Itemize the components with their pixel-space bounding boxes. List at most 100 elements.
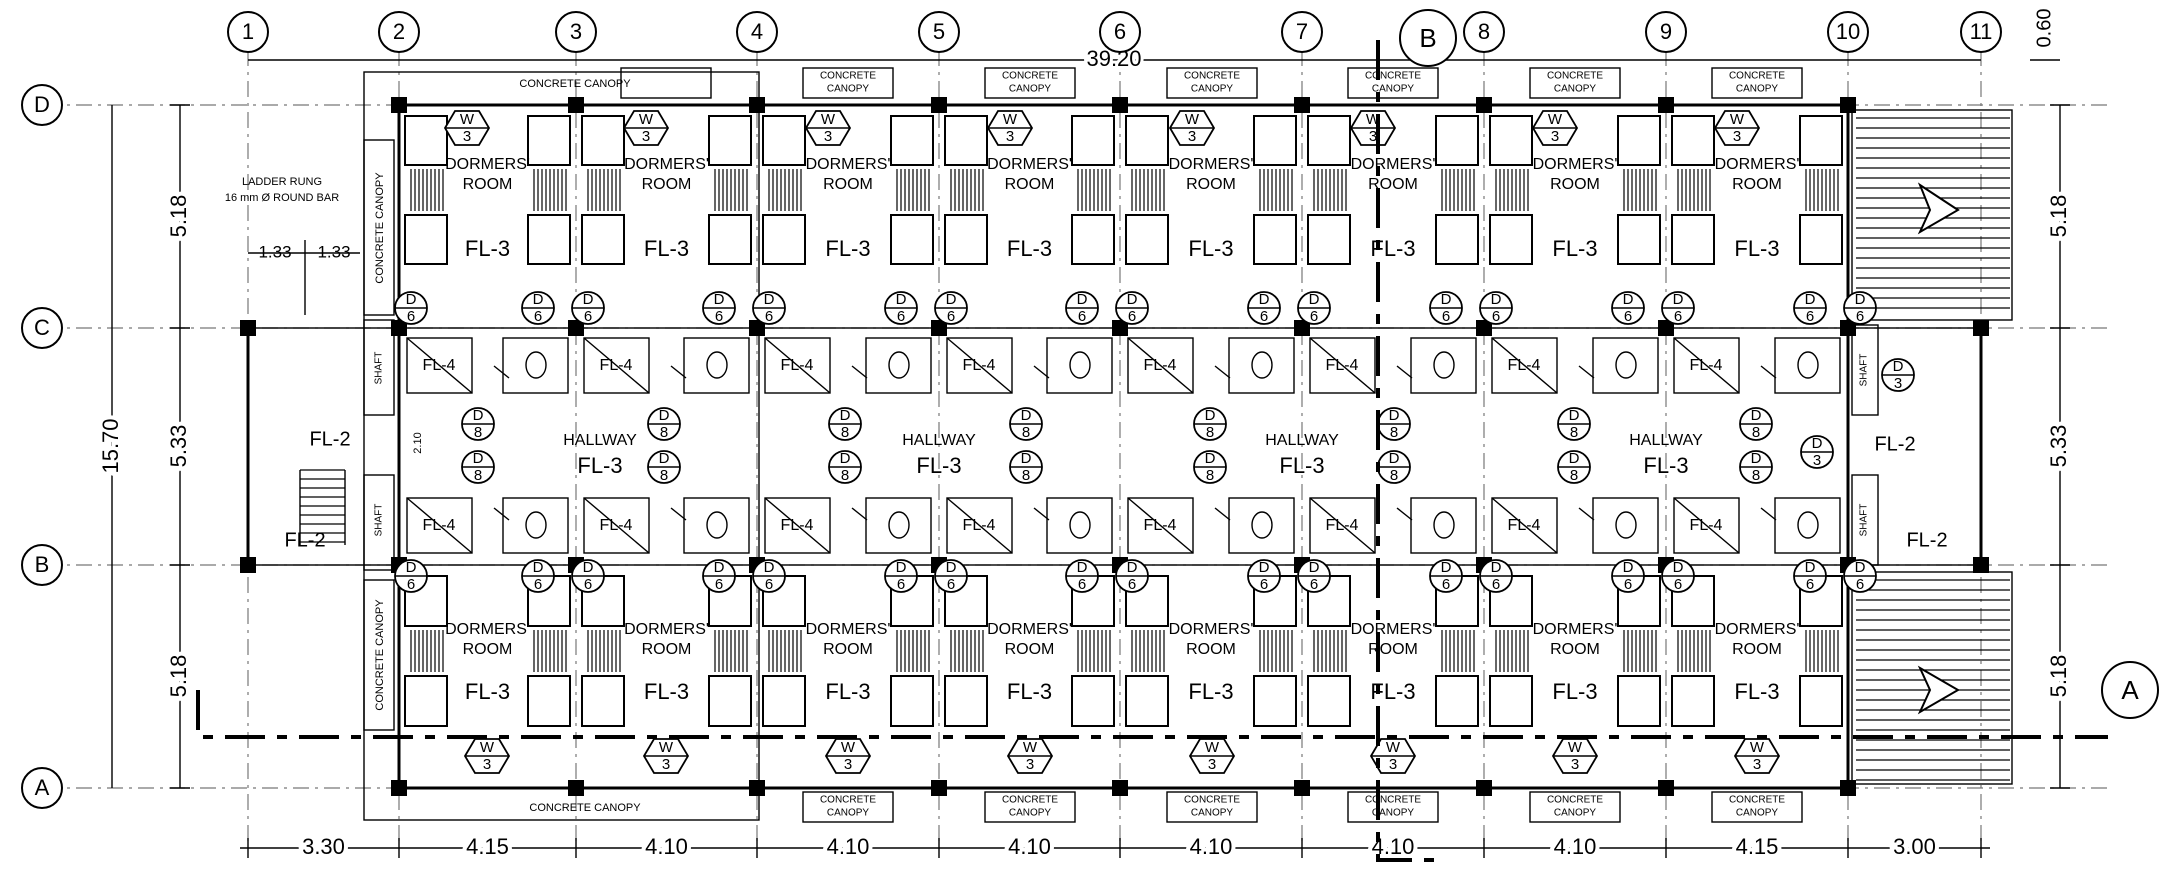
canopy-box-label: CONCRETE <box>1184 71 1240 82</box>
bed <box>1125 675 1169 727</box>
structural-column <box>240 557 256 573</box>
door-tag-number: 8 <box>1390 424 1398 441</box>
grid-bubble-column <box>227 11 269 53</box>
canopy-box <box>984 67 1076 99</box>
grid-bubble-row <box>21 767 63 809</box>
door-swing <box>1760 507 1777 521</box>
bed <box>527 675 571 727</box>
floor-finish-fl3: FL-3 <box>1007 679 1052 704</box>
door-tag-number: 6 <box>534 576 542 593</box>
shaft-label: SHAFT <box>374 504 385 537</box>
grid-bubble-label: D <box>34 92 50 117</box>
structural-column <box>1112 97 1128 113</box>
door-tag-number: 6 <box>1442 576 1450 593</box>
room-name: DORMERS' <box>1351 156 1436 173</box>
door-tag-number: 6 <box>534 308 542 325</box>
shower-diagonal <box>1491 337 1558 394</box>
door-tag-number: 3 <box>1894 375 1902 392</box>
floor-finish-fl3: FL-3 <box>644 679 689 704</box>
toilet-cubicle <box>1228 497 1295 554</box>
floor-finish-fl3: FL-3 <box>644 236 689 261</box>
door-tag-letter: D <box>946 559 957 576</box>
door-tag-letter: D <box>896 559 907 576</box>
canopy-box-label: CANOPY <box>827 808 870 819</box>
door-tag-letter: D <box>1623 291 1634 308</box>
canopy-box-label: CONCRETE <box>1365 71 1421 82</box>
canopy-box-label: CONCRETE <box>820 71 876 82</box>
door-tag-number: 8 <box>1022 467 1030 484</box>
toilet-cubicle <box>1309 337 1376 394</box>
door-swing <box>1578 365 1595 379</box>
window-tag-number: 3 <box>662 756 670 773</box>
toilet-bowl-icon <box>1251 511 1273 539</box>
structural-column <box>1658 780 1674 796</box>
door-tag-number: 6 <box>1674 576 1682 593</box>
toilet-bowl-icon <box>1069 351 1091 379</box>
room-name: ROOM <box>463 176 513 193</box>
shower-diagonal <box>583 337 650 394</box>
window-tag-letter: W <box>1023 739 1038 756</box>
door-tag-letter: D <box>1569 407 1580 424</box>
structural-column <box>1294 320 1310 336</box>
window-tag-number: 3 <box>1369 128 1377 145</box>
hallway-floor-fl3: FL-3 <box>916 453 961 478</box>
floor-finish-fl4: FL-4 <box>423 517 456 534</box>
room-name: DORMERS' <box>624 156 709 173</box>
window-tag-letter: W <box>841 739 856 756</box>
door-tag-letter: D <box>1805 559 1816 576</box>
canopy-box-label: CANOPY <box>827 84 870 95</box>
section-cut-lines: AB <box>196 9 2159 862</box>
floor-finish-fl3: FL-3 <box>1007 236 1052 261</box>
toilet-cubicle <box>1410 337 1477 394</box>
room-name: DORMERS' <box>1533 621 1618 638</box>
structural-column <box>391 97 407 113</box>
toilet-cubicle <box>1127 337 1194 394</box>
door-tag-number: 8 <box>841 424 849 441</box>
door-swing <box>1033 365 1050 379</box>
window-tag-number: 3 <box>824 128 832 145</box>
shower-diagonal <box>764 337 831 394</box>
shaft-label: SHAFT <box>1859 504 1870 537</box>
door-tag-number: 6 <box>1624 308 1632 325</box>
structural-column <box>1840 780 1856 796</box>
bed <box>1435 675 1479 727</box>
shower-diagonal <box>406 337 473 394</box>
bed <box>527 214 571 265</box>
door-tag-number: 6 <box>1856 576 1864 593</box>
door-swing <box>1396 365 1413 379</box>
room-name: ROOM <box>1550 641 1600 658</box>
door-tag-letter: D <box>1569 450 1580 467</box>
toilet-cubicle <box>1491 497 1558 554</box>
floor-finish-fl2: FL-2 <box>1906 529 1947 551</box>
door-swing <box>851 365 868 379</box>
door-tag-letter: D <box>714 291 725 308</box>
toilet-bowl-icon <box>888 351 910 379</box>
bed <box>708 675 752 727</box>
ladder-rung-label: 16 mm Ø ROUND BAR <box>225 192 339 204</box>
floor-finish-fl3: FL-3 <box>825 679 870 704</box>
grid-bubble-label: 5 <box>933 19 945 44</box>
canopy-box-label: CONCRETE <box>1729 795 1785 806</box>
structural-column <box>1476 97 1492 113</box>
door-tag-letter: D <box>1491 291 1502 308</box>
bed <box>1071 115 1115 166</box>
grid-bubble-row <box>21 84 63 126</box>
room-name: DORMERS' <box>1169 621 1254 638</box>
window-tag-letter: W <box>1205 739 1220 756</box>
toilet-cubicle <box>865 337 932 394</box>
bed <box>890 675 934 727</box>
floor-finish-fl4: FL-4 <box>781 357 814 374</box>
structural-column <box>1658 320 1674 336</box>
door-tag-letter: D <box>473 407 484 424</box>
window-tag-letter: W <box>1730 111 1745 128</box>
floor-finish-fl4: FL-4 <box>1690 357 1723 374</box>
door-tag-number: 8 <box>660 424 668 441</box>
door-tag-letter: D <box>1021 407 1032 424</box>
toilet-bowl-icon <box>888 511 910 539</box>
hallway-label: HALLWAY <box>1265 432 1339 449</box>
grid-bubble-column <box>1827 11 1869 53</box>
toilet-cubicle <box>583 497 650 554</box>
door-tag-number: 6 <box>1674 308 1682 325</box>
door-tag-number: 6 <box>1806 308 1814 325</box>
door-swing <box>851 507 868 521</box>
